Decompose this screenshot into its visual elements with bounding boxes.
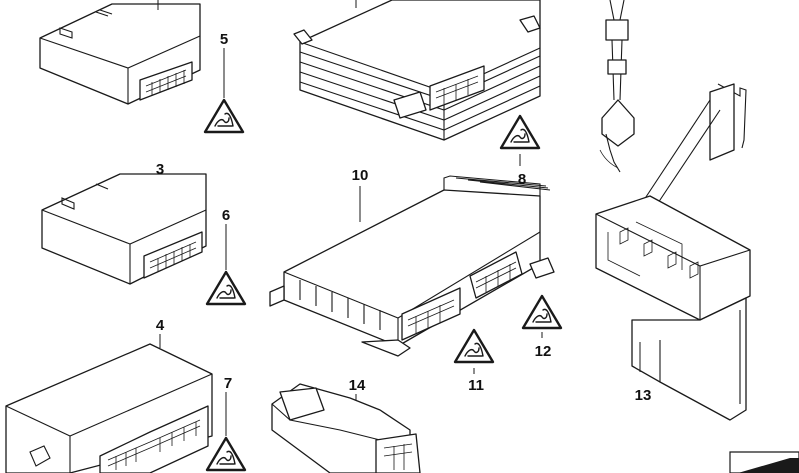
callout-6: 6 [222, 207, 230, 224]
electrostatic-warning-icon [521, 294, 563, 330]
control-unit-4[interactable] [5, 334, 213, 473]
cable-connector[interactable] [599, 0, 635, 173]
electrostatic-warning-icon [205, 436, 247, 472]
callout-13: 13 [635, 387, 652, 404]
callout-12: 12 [535, 343, 552, 360]
callout-14: 14 [349, 377, 366, 394]
callout-10: 10 [352, 167, 369, 184]
callout-7: 7 [224, 375, 232, 392]
bracket-13[interactable] [595, 83, 751, 421]
electrostatic-warning-icon [203, 98, 245, 134]
amplifier-top-center[interactable] [293, 0, 541, 141]
callout-3: 3 [156, 161, 164, 178]
control-unit-3[interactable] [41, 173, 207, 285]
callout-4: 4 [156, 317, 165, 334]
electrostatic-warning-icon [205, 270, 247, 306]
amplifier-10[interactable] [269, 175, 555, 357]
callout-11: 11 [468, 377, 484, 394]
control-unit-top-left[interactable] [39, 0, 201, 105]
callout-5: 5 [220, 31, 228, 48]
callout-8: 8 [518, 171, 526, 188]
module-14[interactable] [271, 383, 421, 473]
electrostatic-warning-icon [499, 114, 541, 150]
tab-marker-icon [729, 451, 799, 473]
electrostatic-warning-icon [453, 328, 495, 364]
